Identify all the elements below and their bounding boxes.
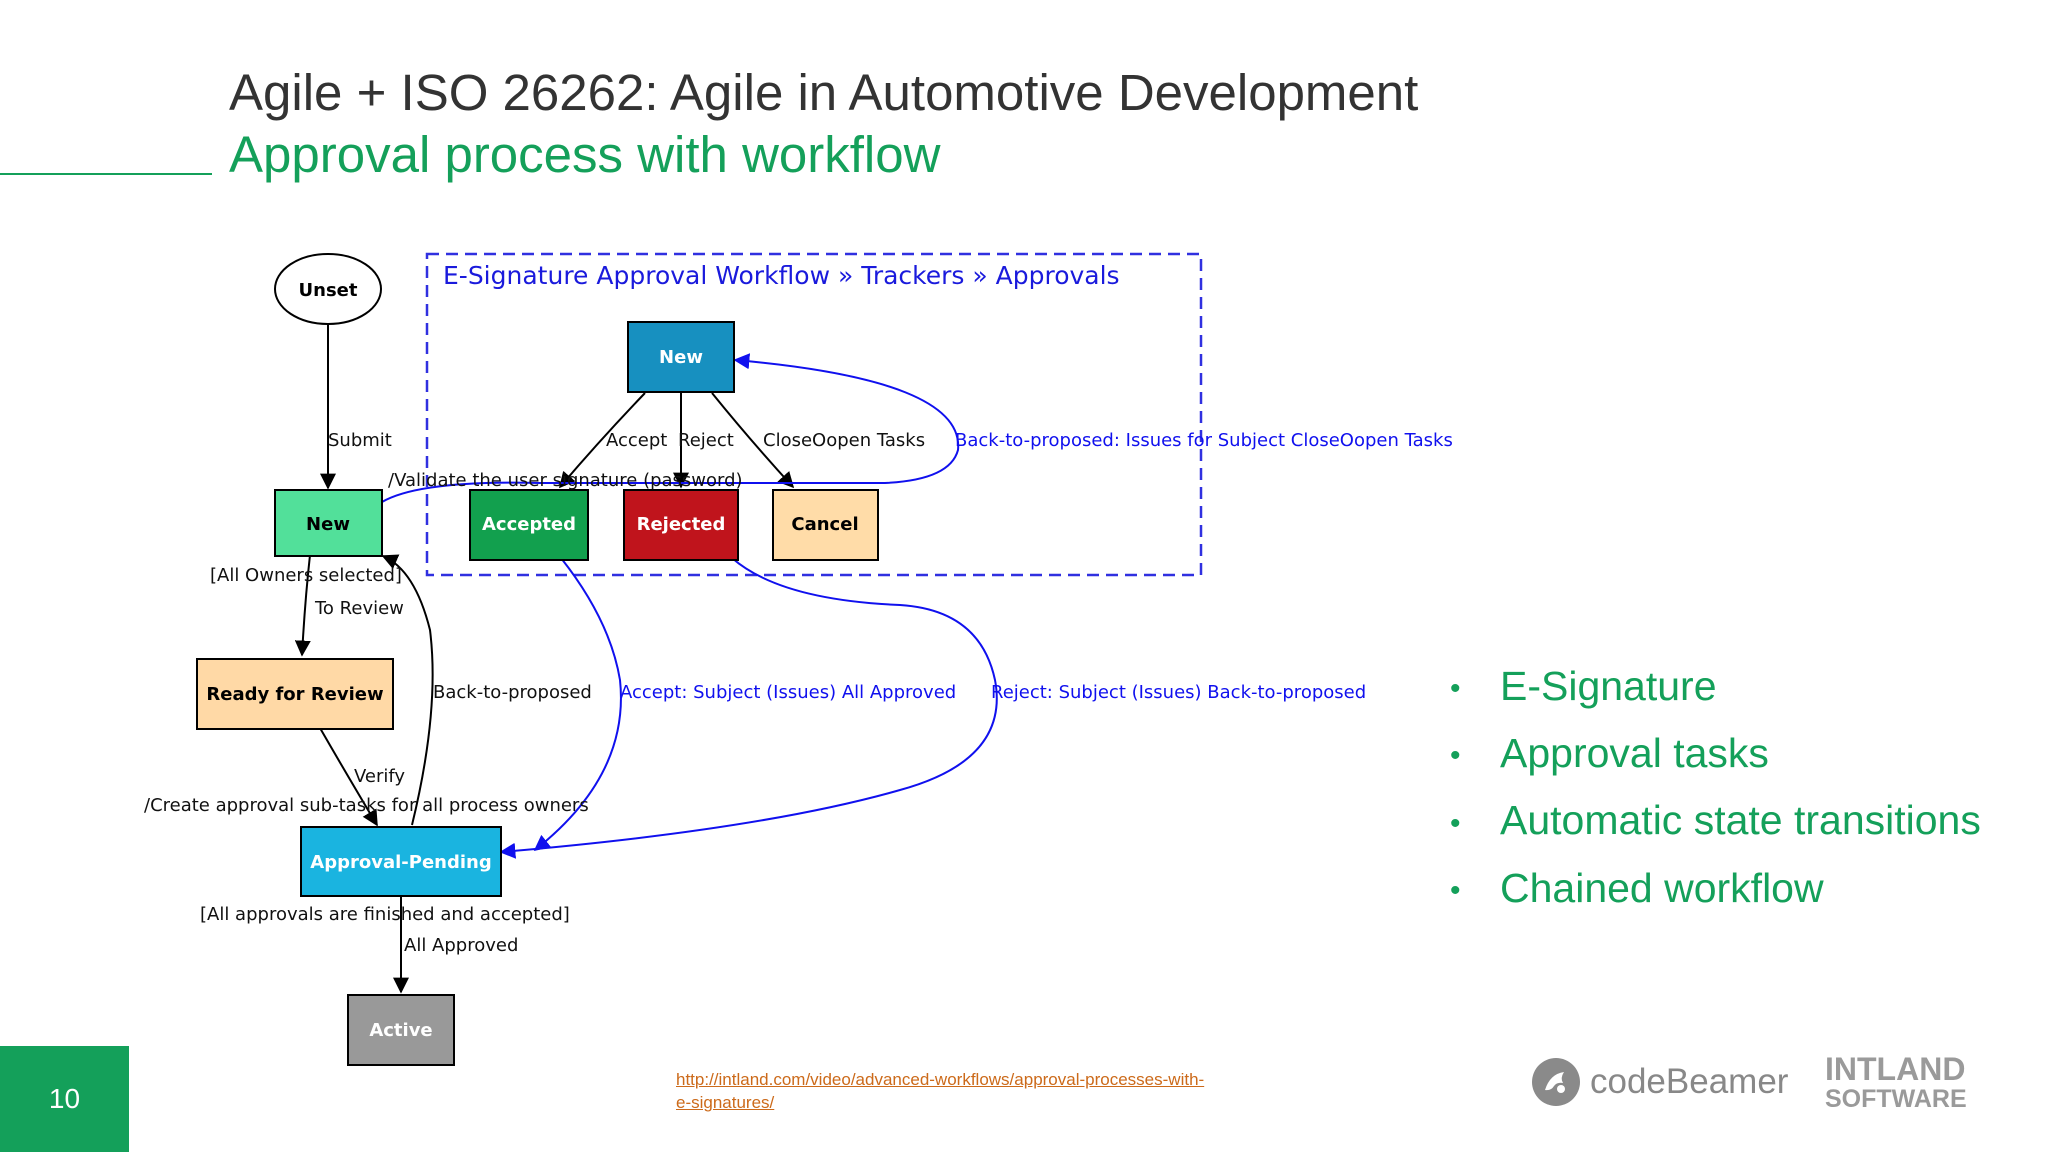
label-validate-signature: /Validate the user signature (password) [388, 470, 743, 491]
codebeamer-logo: codeBeamer [1530, 1054, 1788, 1110]
node-accepted: Accepted [469, 489, 589, 561]
label-reject: Reject [678, 430, 734, 451]
node-ready-for-review: Ready for Review [196, 658, 394, 730]
node-new: New [274, 489, 383, 557]
edge-reject-subject [499, 557, 998, 859]
bullet-item: • Automatic state transitions [1450, 788, 1981, 855]
slide-subtitle: Approval process with workflow [229, 126, 941, 183]
label-verify: Verify [354, 766, 405, 787]
node-unset: Unset [274, 253, 382, 325]
source-link-line-1[interactable]: http://intland.com/video/advanced-workfl… [676, 1070, 1205, 1089]
svg-text:New: New [659, 347, 703, 368]
label-reject-subject: Reject: Subject (Issues) Back-to-propose… [991, 682, 1366, 703]
bullet-item: • E-Signature [1450, 654, 1981, 721]
label-back-to-proposed: Back-to-proposed [433, 682, 592, 703]
title-accent-line [0, 173, 212, 175]
page-number: 10 [48, 1083, 81, 1114]
label-owners-selected: [All Owners selected] [210, 565, 402, 586]
intland-logo-line-2: SOFTWARE [1825, 1085, 1967, 1113]
svg-text:New: New [306, 514, 350, 535]
label-all-approved: All Approved [404, 935, 518, 956]
label-close-tasks: CloseOopen Tasks [763, 430, 925, 451]
bullet-dot-icon: • [1450, 672, 1461, 706]
label-create-subtasks: /Create approval sub-tasks for all proce… [144, 795, 589, 816]
source-link[interactable]: http://intland.com/video/advanced-workfl… [676, 1068, 1276, 1114]
bullet-dot-icon: • [1450, 806, 1461, 840]
svg-text:Ready for Review: Ready for Review [206, 684, 383, 705]
edge-to-review [294, 554, 311, 657]
bullet-dot-icon: • [1450, 873, 1461, 907]
label-to-review: To Review [314, 598, 404, 619]
svg-text:Active: Active [369, 1020, 432, 1041]
bullet-text: Chained workflow [1500, 864, 1824, 911]
bullet-dot-icon: • [1450, 739, 1461, 773]
bullet-text: E-Signature [1500, 663, 1717, 709]
bullet-text: Approval tasks [1500, 730, 1769, 777]
label-accept: Accept [606, 430, 667, 451]
edge-close-tasks [711, 392, 795, 489]
label-submit: Submit [328, 430, 392, 451]
label-back-issues: Back-to-proposed: Issues for Subject Clo… [955, 430, 1453, 451]
codebeamer-logo-text: codeBeamer [1590, 1062, 1789, 1101]
intland-logo: INTLAND SOFTWARE [1825, 1051, 1967, 1114]
source-link-line-2[interactable]: e-signatures/ [676, 1093, 775, 1112]
label-all-finished: [All approvals are finished and accepted… [200, 904, 570, 925]
svg-text:Rejected: Rejected [637, 514, 726, 535]
node-cancel: Cancel [772, 489, 879, 561]
edge-back-to-proposed [381, 554, 434, 826]
edge-accept [558, 392, 646, 489]
intland-logo-line-1: INTLAND [1825, 1051, 1966, 1087]
edge-validate-signature [381, 353, 960, 503]
approvals-cluster [425, 252, 1203, 577]
svg-text:Cancel: Cancel [791, 514, 858, 535]
codebeamer-logo-icon [1532, 1058, 1580, 1106]
label-accept-subject: Accept: Subject (Issues) All Approved [620, 682, 956, 703]
bullet-item: • Chained workflow [1450, 856, 1981, 923]
svg-text:Accepted: Accepted [482, 514, 576, 535]
edge-verify [319, 727, 378, 827]
cluster-title: E-Signature Approval Workflow » Trackers… [443, 261, 1120, 290]
edge-accept-subject [533, 557, 622, 851]
page-number-box [0, 1046, 129, 1152]
bullet-item: • Approval tasks [1450, 721, 1981, 788]
feature-bullet-list: • E-Signature • Approval tasks • Automatic … [1450, 654, 1981, 923]
svg-text:Approval-Pending: Approval-Pending [310, 852, 491, 873]
node-approval-pending: Approval-Pending [300, 826, 502, 897]
svg-text:Unset: Unset [299, 280, 358, 301]
workflow-diagram: E-Signature Approval Workflow » Trackers… [140, 200, 1520, 1120]
node-cluster-new: New [627, 321, 735, 393]
node-active: Active [347, 994, 455, 1066]
bullet-text: Automatic state transitions [1500, 797, 1981, 844]
slide-title: Agile + ISO 26262: Agile in Automotive D… [229, 64, 1419, 121]
node-rejected: Rejected [623, 489, 739, 561]
